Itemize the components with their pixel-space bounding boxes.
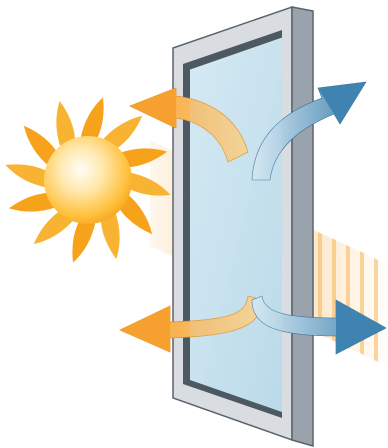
sun-ray — [5, 164, 48, 187]
sun-ray — [80, 97, 103, 140]
sun-icon — [5, 97, 170, 262]
glass-overlay — [190, 38, 282, 412]
sun-ray — [72, 219, 95, 262]
